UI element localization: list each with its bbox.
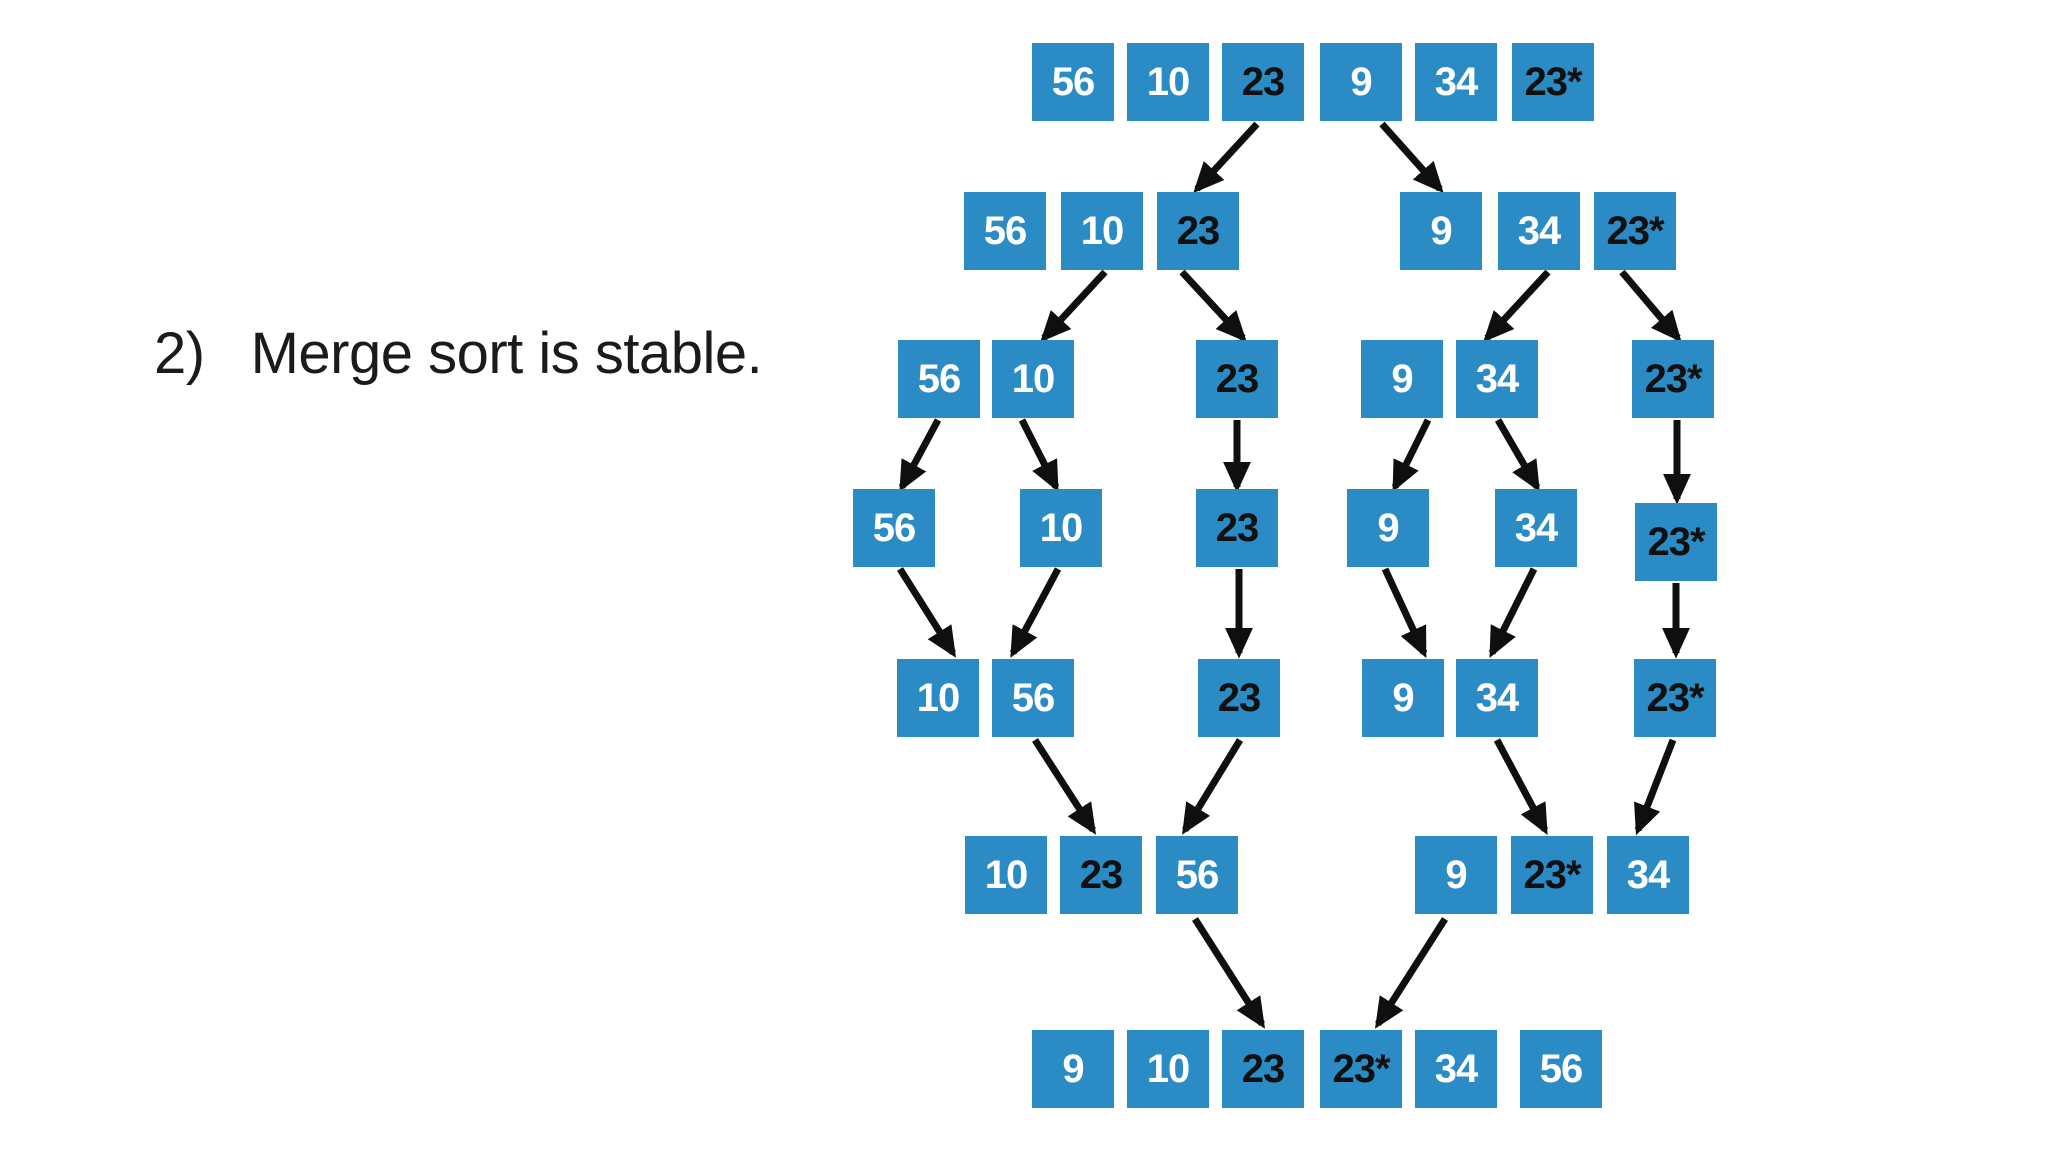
array-cell-merged-triples-56: 56: [1156, 836, 1238, 914]
array-cell-merged-pairs-9: 9: [1362, 659, 1444, 737]
array-cell-split-halves-10: 10: [1061, 192, 1143, 270]
merge-arrow: [898, 418, 942, 492]
merge-arrow: [1483, 269, 1551, 343]
array-cell-split-quarters-23: 23: [1196, 340, 1278, 418]
merge-arrow: [1032, 738, 1097, 835]
merge-arrow: [1182, 738, 1243, 835]
array-cell-split-quarters-56: 56: [898, 340, 980, 418]
merge-arrow: [1179, 269, 1247, 343]
merge-arrow: [1634, 738, 1677, 836]
array-cell-split-singles-10: 10: [1020, 489, 1102, 567]
array-cell-merged-pairs-23: 23: [1198, 659, 1280, 737]
array-cell-split-quarters-10: 10: [992, 340, 1074, 418]
array-cell-merged-triples-23-star: 23*: [1511, 836, 1593, 914]
array-cell-split-halves-23: 23: [1157, 192, 1239, 270]
array-cell-input-array-10: 10: [1127, 43, 1209, 121]
array-cell-input-array-56: 56: [1032, 43, 1114, 121]
array-cell-split-singles-34: 34: [1495, 489, 1577, 567]
merge-arrow: [897, 567, 956, 658]
merge-arrow: [1009, 567, 1062, 658]
merge-arrow: [1381, 567, 1428, 659]
array-cell-split-halves-34: 34: [1498, 192, 1580, 270]
array-cell-split-quarters-23-star: 23*: [1632, 340, 1714, 418]
array-cell-input-array-9: 9: [1320, 43, 1402, 121]
array-cell-sorted-array-23: 23: [1222, 1030, 1304, 1108]
array-cell-merged-triples-34: 34: [1607, 836, 1689, 914]
array-cell-sorted-array-23-star: 23*: [1320, 1030, 1402, 1108]
array-cell-merged-triples-10: 10: [965, 836, 1047, 914]
merge-arrow: [1379, 121, 1444, 194]
array-cell-input-array-34: 34: [1415, 43, 1497, 121]
heading-number: 2): [154, 321, 205, 386]
array-cell-split-quarters-9: 9: [1361, 340, 1443, 418]
array-cell-merged-pairs-34: 34: [1456, 659, 1538, 737]
array-cell-sorted-array-10: 10: [1127, 1030, 1209, 1108]
merge-arrow: [1494, 418, 1541, 492]
merge-arrow: [1040, 269, 1108, 343]
slide-heading: 2) Merge sort is stable.: [154, 321, 763, 386]
array-cell-split-halves-56: 56: [964, 192, 1046, 270]
array-cell-input-array-23-star: 23*: [1512, 43, 1594, 121]
merge-arrow: [1192, 917, 1266, 1029]
array-cell-input-array-23: 23: [1222, 43, 1304, 121]
array-cell-sorted-array-9: 9: [1032, 1030, 1114, 1108]
array-cell-merged-triples-9: 9: [1415, 836, 1497, 914]
array-cell-split-singles-9: 9: [1347, 489, 1429, 567]
array-cell-split-singles-23-star: 23*: [1635, 503, 1717, 581]
array-cell-sorted-array-56: 56: [1520, 1030, 1602, 1108]
merge-arrow: [1391, 418, 1432, 493]
merge-arrow: [1018, 418, 1060, 492]
merge-arrows-group: [897, 121, 1691, 1029]
array-cell-merged-pairs-23-star: 23*: [1634, 659, 1716, 737]
merge-arrow: [1493, 738, 1549, 835]
merge-arrow: [1193, 121, 1260, 194]
array-cell-merged-pairs-10: 10: [897, 659, 979, 737]
merge-arrow: [1488, 567, 1538, 659]
array-cell-sorted-array-34: 34: [1415, 1030, 1497, 1108]
array-cell-split-halves-9: 9: [1400, 192, 1482, 270]
array-cell-split-singles-56: 56: [853, 489, 935, 567]
merge-arrow: [1619, 269, 1682, 343]
array-cell-merged-triples-23: 23: [1060, 836, 1142, 914]
array-cell-split-halves-23-star: 23*: [1594, 192, 1676, 270]
array-cell-merged-pairs-56: 56: [992, 659, 1074, 737]
heading-text: Merge sort is stable.: [250, 321, 763, 386]
array-cell-split-singles-23: 23: [1196, 489, 1278, 567]
merge-arrow: [1374, 917, 1448, 1029]
array-cell-split-quarters-34: 34: [1456, 340, 1538, 418]
